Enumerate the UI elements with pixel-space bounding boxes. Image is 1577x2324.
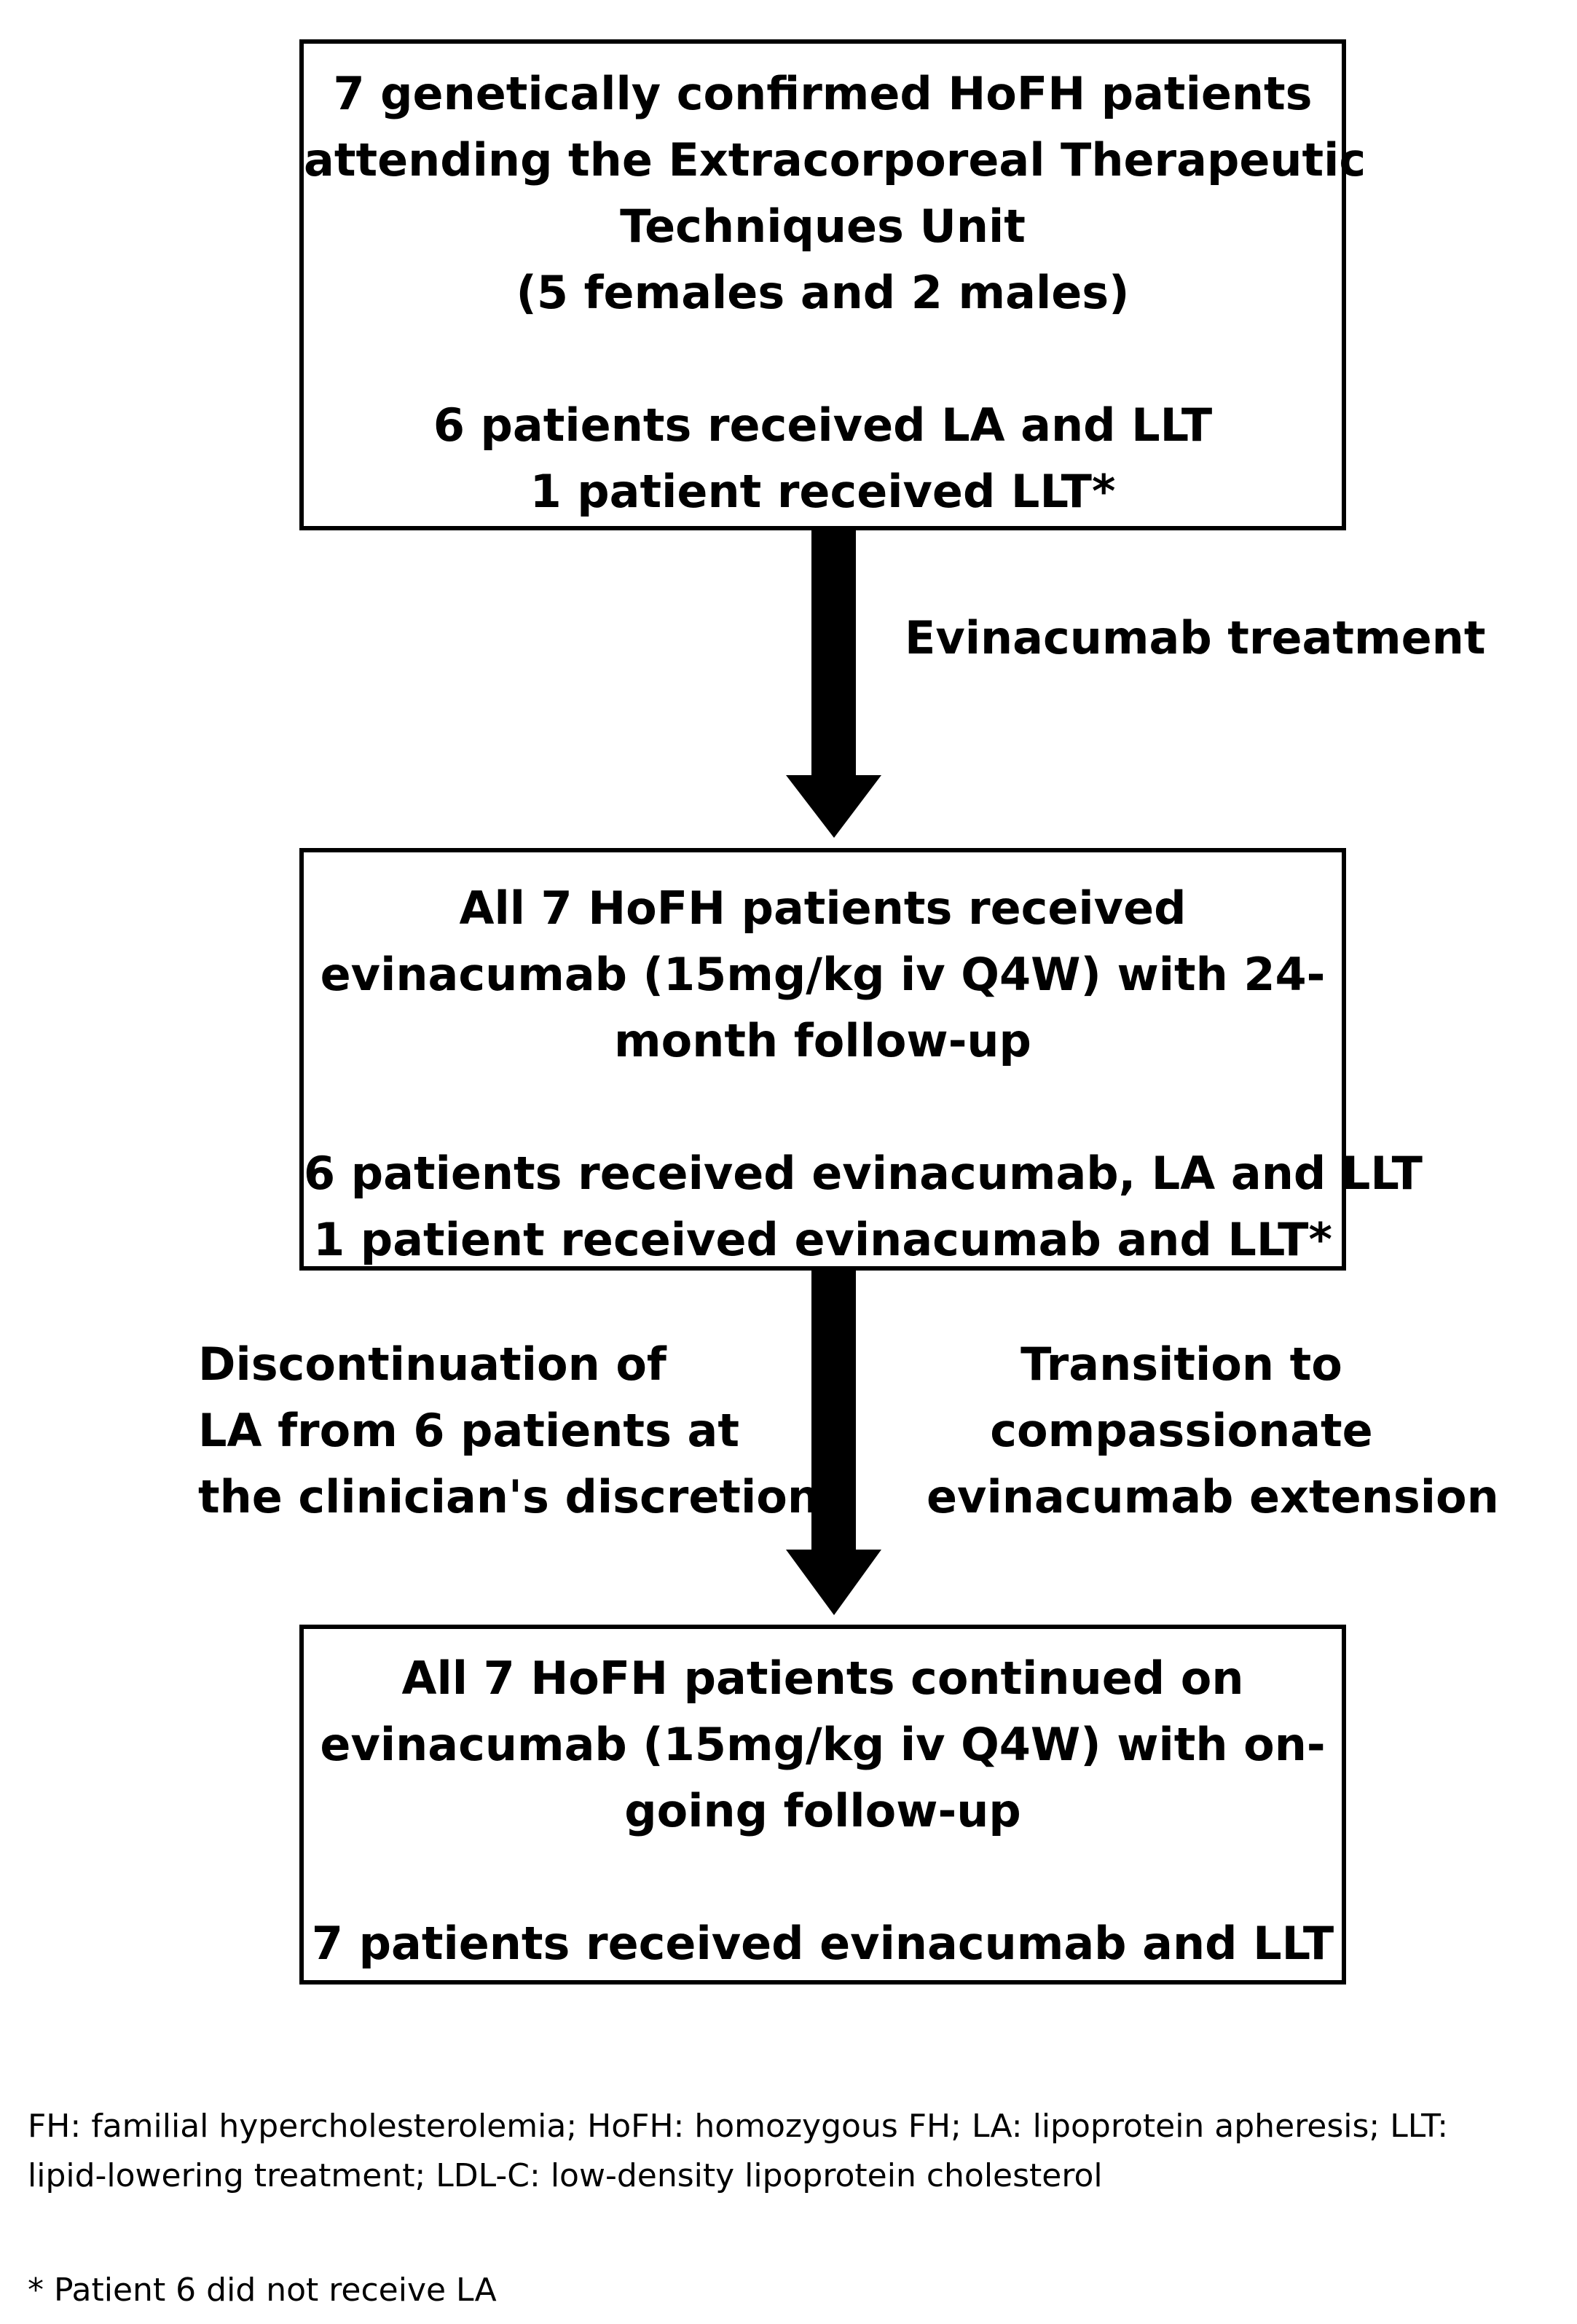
box1-spacer	[304, 326, 1342, 392]
box3-line-4: 7 patients received evinacumab and LLT	[311, 1917, 1334, 1970]
box3-line-2: evinacumab (15mg/kg iv Q4W) with on-	[320, 1718, 1326, 1771]
edge2-left-label: Discontinuation of LA from 6 patients at…	[198, 1331, 819, 1530]
box1-line-5: 6 patients received LA and LLT	[433, 399, 1213, 452]
footnote-abbrev-line-2: lipid-lowering treatment; LDL-C: low-den…	[28, 2157, 1103, 2194]
edge2-left-line-2: LA from 6 patients at	[198, 1404, 740, 1457]
edge1-label-text: Evinacumab treatment	[905, 611, 1486, 664]
edge2-right-line-1: Transition to	[1020, 1338, 1342, 1391]
box1-line-3: Techniques Unit	[620, 200, 1026, 253]
box-continued-evinacumab: All 7 HoFH patients continued on evinacu…	[299, 1625, 1346, 1985]
edge1-label: Evinacumab treatment	[905, 605, 1485, 671]
arrow-box1-to-box2	[786, 530, 881, 838]
footnote-patient6: * Patient 6 did not receive LA	[28, 2272, 497, 2309]
box-evinacumab-treatment: All 7 HoFH patients received evinacumab …	[299, 848, 1423, 1271]
arrow-box2-to-box3	[786, 1271, 881, 1615]
box1-line-2: attending the Extracorporeal Therapeutic	[304, 133, 1366, 187]
box3-line-1: All 7 HoFH patients continued on	[401, 1652, 1244, 1705]
box2-line-1: All 7 HoFH patients received	[459, 882, 1187, 935]
edge2-right-line-2: compassionate	[990, 1404, 1373, 1457]
edge2-right-label: Transition to compassionate evinacumab e…	[927, 1331, 1499, 1530]
footnote-abbrev-line-1: FH: familial hypercholesterolemia; HoFH:…	[28, 2108, 1449, 2145]
box1-line-6: 1 patient received LLT*	[530, 465, 1116, 518]
box-initial-cohort: 7 genetically confirmed HoFH patients at…	[299, 39, 1366, 530]
edge2-left-line-1: Discontinuation of	[198, 1338, 666, 1391]
edge2-right-line-3: evinacumab extension	[927, 1470, 1499, 1523]
box2-line-3: month follow-up	[614, 1014, 1031, 1067]
box1-line-4: (5 females and 2 males)	[516, 266, 1130, 319]
footnote-abbreviations: FH: familial hypercholesterolemia; HoFH:…	[28, 2102, 1448, 2201]
box1-line-1: 7 genetically confirmed HoFH patients	[333, 67, 1313, 120]
box3-spacer	[304, 1844, 1342, 1910]
box2-line-5: 1 patient received evinacumab and LLT*	[313, 1213, 1332, 1266]
box2-spacer	[304, 1074, 1342, 1140]
box2-line-2: evinacumab (15mg/kg iv Q4W) with 24-	[320, 948, 1326, 1001]
edge2-left-line-3: the clinician's discretion	[198, 1470, 820, 1523]
box3-line-3: going follow-up	[624, 1784, 1021, 1837]
box2-line-4: 6 patients received evinacumab, LA and L…	[304, 1147, 1423, 1200]
